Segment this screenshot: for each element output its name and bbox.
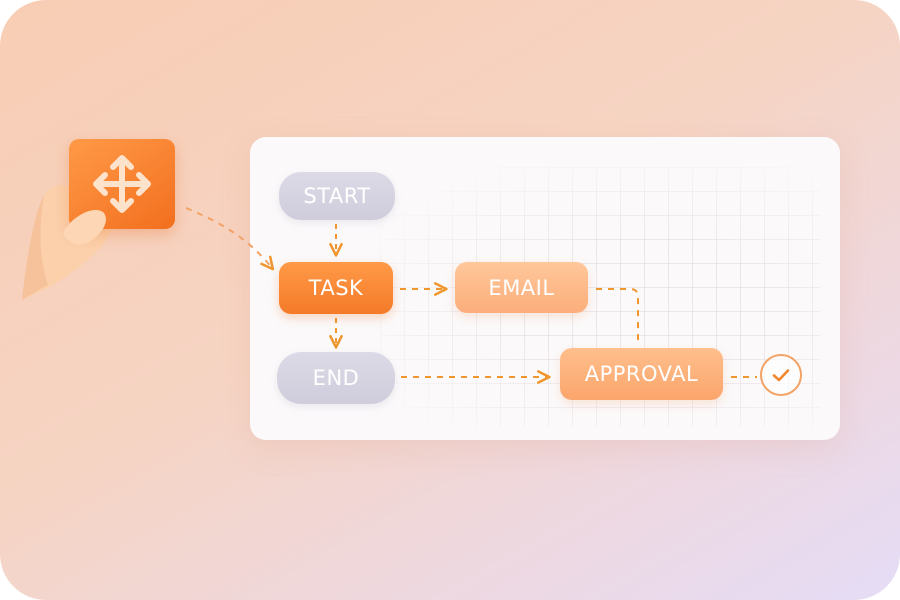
node-end-label: END (312, 366, 360, 390)
node-end[interactable]: END (277, 352, 395, 404)
node-task-label: TASK (308, 276, 364, 300)
node-task[interactable]: TASK (279, 262, 393, 314)
hand-shading (22, 195, 48, 300)
node-start[interactable]: START (279, 172, 395, 220)
node-approval-label: APPROVAL (584, 362, 699, 386)
node-approval[interactable]: APPROVAL (560, 348, 723, 400)
node-start-label: START (303, 184, 371, 208)
drag-card[interactable] (69, 139, 175, 229)
node-email-label: EMAIL (488, 275, 555, 300)
move-arrows-icon (93, 155, 151, 213)
completion-check[interactable] (760, 354, 802, 396)
checkmark-icon (772, 369, 790, 382)
node-email[interactable]: EMAIL (455, 262, 588, 313)
